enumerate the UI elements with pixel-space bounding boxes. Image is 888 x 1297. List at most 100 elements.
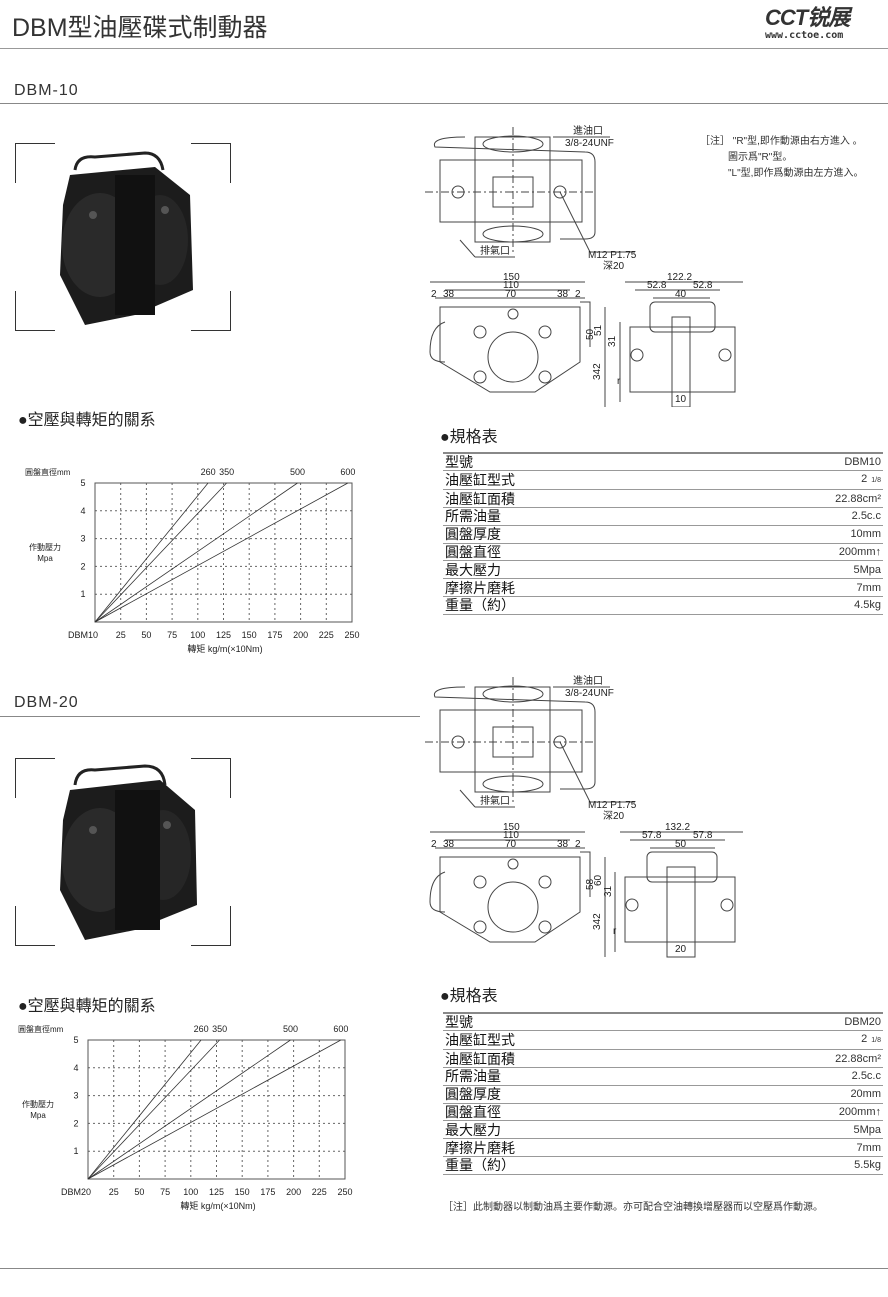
dim-side-b: 57.8 (693, 830, 713, 841)
x-tick-label: 175 (267, 630, 282, 640)
x-tick-label: 50 (134, 1187, 144, 1197)
product-photo (15, 730, 231, 946)
spec-label: 摩擦片磨耗 (443, 1138, 706, 1158)
spec-label: 圓盤直徑 (443, 543, 706, 562)
dim-2-right: 2 (575, 289, 581, 300)
y-tick-label: 4 (80, 506, 85, 516)
exhaust-label: 排氣口 (480, 794, 510, 807)
y-tick-label: 4 (73, 1063, 78, 1073)
x-tick-label: 100 (183, 1187, 198, 1197)
spec-value-cell: DBM20 (705, 1013, 883, 1032)
page-title: DBM型油壓碟式制動器 (12, 14, 268, 42)
x-tick-label: 25 (109, 1187, 119, 1197)
spec-row: 重量（約）5.5kg (443, 1156, 883, 1175)
spec-label: 圓盤厚度 (443, 525, 706, 544)
spec-value: 5Mpa (853, 563, 881, 576)
dim-side-width: 132.2 (665, 822, 690, 833)
series-line-500 (94, 482, 298, 623)
spec-value-cell: 5Mpa (705, 560, 883, 580)
footer-divider (0, 1268, 888, 1269)
rl-type-note: ［注］ "R"型,即作動源由右方進入 。 圖示爲"R"型。 "L"型,即作爲動源… (700, 134, 863, 182)
inlet-label: 進油口 (573, 124, 603, 137)
spec-value: 2.5c.c (851, 1070, 881, 1083)
dim-38-left: 38 (443, 839, 455, 850)
y-axis-label: 作動壓力 (22, 1099, 54, 1109)
dim-58: 58 (585, 878, 596, 890)
note-line: "L"型,即作爲動源由左方進入。 (728, 168, 864, 179)
series-line-260 (94, 482, 209, 623)
header-divider (0, 48, 888, 49)
spec-label: 型號 (443, 1013, 706, 1032)
spec-value-cell: 200mm↑ (705, 543, 883, 562)
x-tick-label: 50 (141, 630, 151, 640)
brake-photo-image (60, 151, 193, 325)
spec-value: 22.88cm² (835, 492, 881, 505)
exhaust-label: 排氣口 (480, 244, 510, 257)
dim-150: 150 (503, 272, 520, 283)
dim-disc: 10 (675, 394, 687, 405)
spec-value: 7mm (856, 1141, 881, 1154)
y-axis-label: 作動壓力 (29, 542, 61, 552)
series-label: 600 (340, 467, 355, 477)
series-label: 350 (212, 1024, 227, 1034)
dim-342: 342 (592, 913, 603, 930)
top-axis-label: 圓盤直徑mm (18, 1024, 64, 1034)
x-tick-label: 200 (293, 630, 308, 640)
dim-2-left: 2 (431, 289, 437, 300)
dim-side-c: 50 (675, 839, 687, 850)
y-axis-unit: Mpa (30, 1111, 46, 1120)
dim-side-b: 52.8 (693, 280, 713, 291)
spec-value-cell: 5.5kg (705, 1156, 883, 1175)
note-line: "R"型,即作動源由右方進入 。 (732, 136, 863, 147)
spec-value-cell: 7mm (705, 578, 883, 598)
note-line: 圖示爲"R"型。 (728, 152, 793, 163)
spec-label: 最大壓力 (443, 1120, 706, 1140)
dim-31: 31 (607, 335, 618, 347)
spec-value-cell: 7mm (705, 1138, 883, 1158)
y-tick-label: 3 (73, 1091, 78, 1101)
bolt-label: M12 P1.75 (588, 800, 637, 811)
note-tag: ［注］ (700, 136, 730, 147)
spec-value: 4.5kg (854, 599, 881, 612)
spec-value: 2.5c.c (851, 510, 881, 523)
logo-brand: CCT锐展 (765, 5, 850, 30)
spec-value-sub: 1/8 (871, 477, 881, 485)
y-tick-label: 2 (73, 1118, 78, 1128)
dim-110: 110 (503, 830, 519, 841)
spec-row: 油壓缸面積 22.88cm² (443, 489, 883, 509)
spec-value: 2 (861, 1033, 868, 1046)
spec-label: 油壓缸面積 (443, 489, 706, 509)
spec-heading: ●規格表 (440, 429, 498, 446)
spec-label: 重量（約） (443, 596, 706, 615)
x-tick-label: 125 (216, 630, 231, 640)
series-line-350 (87, 1039, 220, 1180)
brake-photo-image (60, 764, 197, 940)
inlet-label: 進油口 (573, 674, 603, 687)
dim-50: 50 (585, 328, 596, 340)
dim-side-a: 57.8 (642, 830, 662, 841)
dim-150: 150 (503, 822, 520, 833)
series-label: 350 (219, 467, 234, 477)
spec-value-cell: 200mm↑ (705, 1103, 883, 1122)
series-line-350 (94, 482, 227, 623)
spec-value-cell: 5Mpa (705, 1120, 883, 1140)
brand-logo: CCT锐展 www.cctoe.com (765, 6, 885, 46)
dim-31: 31 (603, 885, 614, 897)
spec-label: 所需油量 (443, 1067, 706, 1086)
spec-value-cell: 10mm (705, 525, 883, 544)
y-axis-unit: Mpa (37, 554, 53, 563)
y-tick-label: 3 (80, 534, 85, 544)
dim-70: 70 (505, 839, 517, 850)
spec-value: 200mm↑ (838, 546, 881, 559)
x-tick-label: 150 (235, 1187, 250, 1197)
